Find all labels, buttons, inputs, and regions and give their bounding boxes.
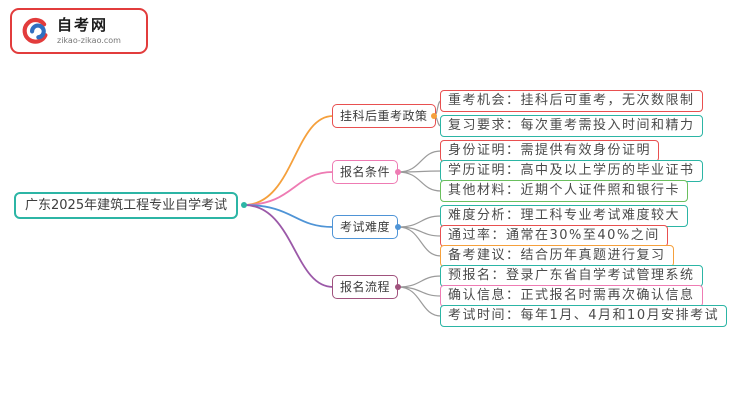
branch-connector-dot: [395, 224, 401, 230]
branch-node-registration-requirements[interactable]: 报名条件: [332, 160, 399, 184]
link-root-registration-process: [243, 204, 334, 288]
site-name: 自考网: [57, 15, 109, 34]
leaf-node[interactable]: 复习要求：每次重考需投入时间和精力: [440, 115, 703, 137]
leaf-node[interactable]: 备考建议：结合历年真题进行复习: [440, 245, 674, 267]
leaf-node[interactable]: 身份证明：需提供有效身份证明: [440, 140, 660, 162]
zikao-logo-icon: [22, 17, 48, 44]
leaf-node[interactable]: 确认信息：正式报名时需再次确认信息: [440, 285, 703, 307]
branch-node-exam-difficulty[interactable]: 考试难度: [332, 215, 399, 239]
root-connector-dot: [241, 202, 247, 208]
leaf-node[interactable]: 考试时间：每年1月、4月和10月安排考试: [440, 305, 728, 327]
link-leaf: [397, 171, 442, 192]
leaf-node[interactable]: 重考机会：挂科后可重考，无次数限制: [440, 90, 703, 112]
leaf-node[interactable]: 其他材料：近期个人证件照和银行卡: [440, 180, 689, 202]
link-leaf: [397, 150, 442, 173]
link-leaf: [397, 286, 442, 317]
link-root-registration-requirements: [243, 171, 334, 206]
link-root-retake-policy: [243, 115, 334, 206]
site-logo[interactable]: 自考网 zikao-zikao.com: [10, 8, 148, 54]
branch-connector-dot: [395, 284, 401, 290]
link-root-exam-difficulty: [243, 204, 334, 228]
branch-connector-dot: [431, 113, 437, 119]
link-leaf: [397, 215, 442, 228]
link-leaf: [397, 226, 442, 257]
leaf-node[interactable]: 预报名：登录广东省自学考试管理系统: [440, 265, 703, 287]
leaf-node[interactable]: 难度分析：理工科专业考试难度较大: [440, 205, 689, 227]
branch-connector-dot: [395, 169, 401, 175]
root-node[interactable]: 广东2025年建筑工程专业自学考试: [14, 192, 239, 219]
leaf-node[interactable]: 通过率：通常在30%至40%之间: [440, 225, 668, 247]
branch-node-registration-process[interactable]: 报名流程: [332, 275, 399, 299]
leaf-node[interactable]: 学历证明：高中及以上学历的毕业证书: [440, 160, 703, 182]
branch-node-retake-policy[interactable]: 挂科后重考政策: [332, 104, 436, 128]
site-logo-text: 自考网 zikao-zikao.com: [57, 15, 121, 46]
site-url: zikao-zikao.com: [57, 36, 121, 46]
link-leaf: [397, 275, 442, 288]
